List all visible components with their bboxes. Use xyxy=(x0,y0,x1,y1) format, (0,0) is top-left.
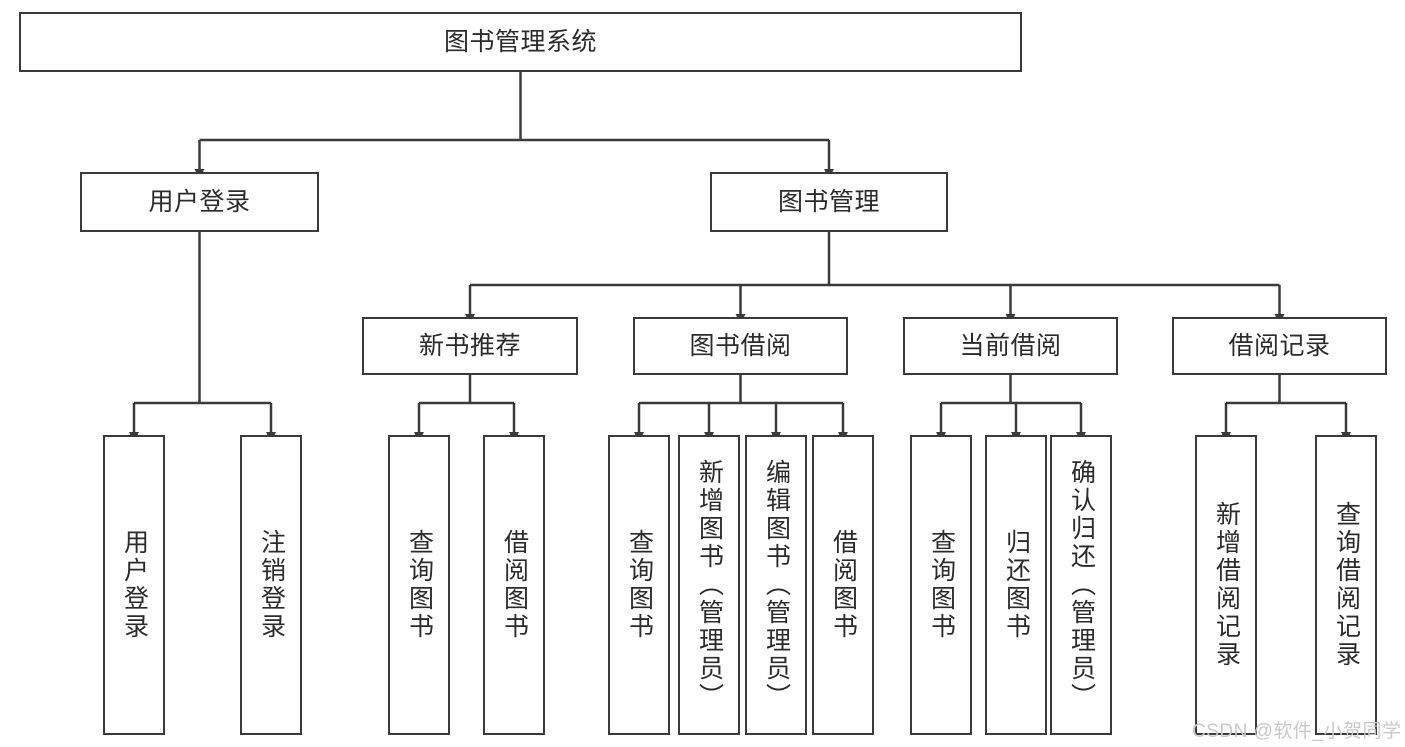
node-leaf-3[interactable]: 查询图书 xyxy=(388,435,450,735)
node-leaf-2[interactable]: 注销登录 xyxy=(240,435,302,735)
edge-group xyxy=(129,72,1351,443)
node-label-leaf-6: 新增图书（管理员） xyxy=(695,459,724,711)
node-leaf-1[interactable]: 用户登录 xyxy=(103,435,165,735)
node-leaf-12[interactable]: 新增借阅记录 xyxy=(1195,435,1257,735)
node-label-borrow-log: 借阅记录 xyxy=(1228,331,1331,360)
node-cur-borrow[interactable]: 当前借阅 xyxy=(903,317,1118,375)
node-book-mgmt[interactable]: 图书管理 xyxy=(710,172,948,232)
node-leaf-9[interactable]: 查询图书 xyxy=(910,435,972,735)
node-leaf-13[interactable]: 查询借阅记录 xyxy=(1315,435,1377,735)
node-label-leaf-1: 用户登录 xyxy=(120,529,149,641)
node-leaf-4[interactable]: 借阅图书 xyxy=(483,435,545,735)
node-label-leaf-13: 查询借阅记录 xyxy=(1332,501,1361,669)
node-label-leaf-10: 归还图书 xyxy=(1002,529,1031,641)
node-user-login[interactable]: 用户登录 xyxy=(80,172,319,232)
node-root[interactable]: 图书管理系统 xyxy=(19,12,1022,72)
node-label-book-mgmt: 图书管理 xyxy=(777,187,880,216)
node-borrow-log[interactable]: 借阅记录 xyxy=(1172,317,1387,375)
node-leaf-7[interactable]: 编辑图书（管理员） xyxy=(745,435,807,735)
node-leaf-6[interactable]: 新增图书（管理员） xyxy=(678,435,740,735)
node-label-leaf-3: 查询图书 xyxy=(405,529,434,641)
node-label-leaf-4: 借阅图书 xyxy=(500,529,529,641)
node-label-new-rec: 新书推荐 xyxy=(418,331,521,360)
node-label-book-borrow: 图书借阅 xyxy=(689,331,792,360)
node-label-leaf-11: 确认归还（管理员） xyxy=(1067,459,1096,711)
node-leaf-8[interactable]: 借阅图书 xyxy=(812,435,874,735)
node-label-leaf-9: 查询图书 xyxy=(927,529,956,641)
node-label-leaf-12: 新增借阅记录 xyxy=(1212,501,1241,669)
node-leaf-11[interactable]: 确认归还（管理员） xyxy=(1050,435,1112,735)
node-new-rec[interactable]: 新书推荐 xyxy=(362,317,578,375)
node-label-leaf-8: 借阅图书 xyxy=(829,529,858,641)
node-label-user-login: 用户登录 xyxy=(148,187,251,216)
node-label-leaf-5: 查询图书 xyxy=(625,529,654,641)
node-label-leaf-7: 编辑图书（管理员） xyxy=(762,459,791,711)
csdn-watermark: CSDN @软件_小贺同学 xyxy=(1192,721,1402,742)
node-book-borrow[interactable]: 图书借阅 xyxy=(633,317,848,375)
node-label-root: 图书管理系统 xyxy=(443,27,597,56)
node-leaf-10[interactable]: 归还图书 xyxy=(985,435,1047,735)
node-label-cur-borrow: 当前借阅 xyxy=(959,331,1062,360)
node-label-leaf-2: 注销登录 xyxy=(257,529,286,641)
node-leaf-5[interactable]: 查询图书 xyxy=(608,435,670,735)
